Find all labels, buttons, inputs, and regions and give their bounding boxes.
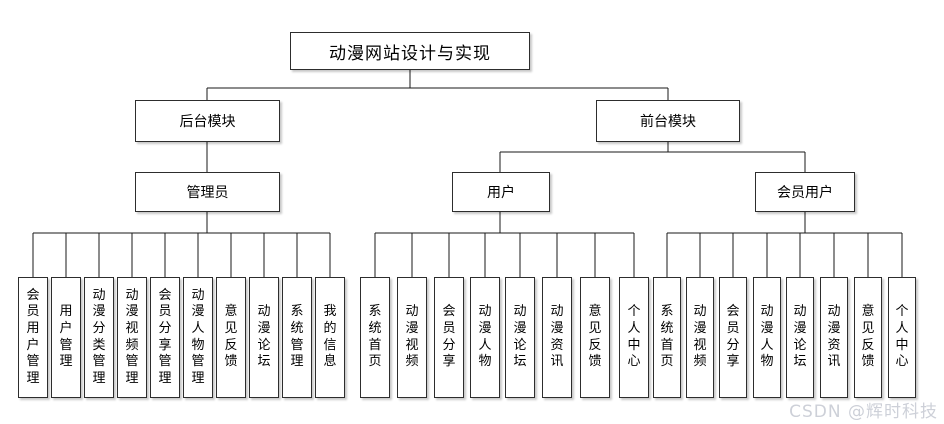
leaf-label: 动漫人物管理 — [191, 287, 205, 386]
leaf-label: 动漫视频 — [693, 304, 707, 370]
backend-module-label: 后台模块 — [179, 114, 236, 130]
leaf-label: 我的信息 — [323, 304, 337, 370]
leaf-label: 动漫视频 — [405, 304, 419, 370]
leaf-label: 动漫论坛 — [513, 304, 527, 370]
leaf-node: 动漫论坛 — [786, 277, 814, 398]
leaf-label: 动漫人物 — [478, 304, 492, 370]
leaf-node: 动漫人物管理 — [183, 277, 213, 398]
leaf-label: 动漫资讯 — [550, 304, 564, 370]
frontend-module-label: 前台模块 — [640, 114, 696, 130]
leaf-label: 动漫视频管理 — [125, 287, 139, 386]
leaf-node: 会员分享 — [719, 277, 747, 398]
leaf-label: 会员用户管理 — [26, 287, 40, 386]
leaf-node: 动漫分类管理 — [84, 277, 114, 398]
leaf-node: 会员分享 — [434, 277, 464, 398]
node-member-user: 会员用户 — [755, 172, 855, 212]
leaf-node: 会员用户管理 — [18, 277, 48, 398]
leaf-label: 动漫论坛 — [793, 304, 807, 370]
node-root-title: 动漫网站设计与实现 — [290, 32, 530, 70]
leaf-node: 动漫人物 — [753, 277, 781, 398]
node-backend-module: 后台模块 — [135, 100, 280, 142]
leaf-node: 动漫视频管理 — [117, 277, 147, 398]
leaf-label: 动漫资讯 — [827, 304, 841, 370]
member-user-label: 会员用户 — [777, 185, 833, 201]
leaf-node: 动漫论坛 — [249, 277, 279, 398]
leaf-label: 动漫分类管理 — [92, 287, 106, 386]
leaf-label: 系统首页 — [368, 304, 382, 370]
node-admin: 管理员 — [135, 172, 280, 212]
leaf-label: 意见反馈 — [861, 304, 875, 370]
leaf-node: 我的信息 — [315, 277, 345, 398]
user-label: 用户 — [487, 185, 515, 201]
root-title-label: 动漫网站设计与实现 — [329, 43, 491, 64]
leaf-node: 动漫论坛 — [505, 277, 535, 398]
leaf-label: 动漫人物 — [760, 304, 774, 370]
leaf-node: 系统首页 — [360, 277, 390, 398]
leaf-label: 意见反馈 — [224, 304, 238, 370]
leaf-label: 意见反馈 — [588, 304, 602, 370]
leaf-label: 会员分享 — [726, 304, 740, 370]
leaf-label: 会员分享 — [442, 304, 456, 370]
leaf-node: 动漫资讯 — [820, 277, 848, 398]
leaf-node: 意见反馈 — [580, 277, 610, 398]
node-frontend-module: 前台模块 — [596, 100, 740, 142]
leaf-node: 会员分享管理 — [150, 277, 180, 398]
leaf-label: 系统首页 — [660, 304, 674, 370]
watermark: CSDN @辉时科技 — [789, 402, 938, 422]
leaf-node: 动漫资讯 — [542, 277, 572, 398]
leaf-node: 个人中心 — [619, 277, 649, 398]
leaf-node: 个人中心 — [888, 277, 916, 398]
leaf-node: 动漫视频 — [686, 277, 714, 398]
leaf-label: 系统管理 — [290, 304, 304, 370]
leaf-node: 系统首页 — [653, 277, 681, 398]
leaf-node: 动漫视频 — [397, 277, 427, 398]
leaf-node: 动漫人物 — [470, 277, 500, 398]
leaf-label: 动漫论坛 — [257, 304, 271, 370]
leaf-node: 意见反馈 — [854, 277, 882, 398]
leaf-label: 个人中心 — [895, 304, 909, 370]
leaf-label: 个人中心 — [627, 304, 641, 370]
leaf-node: 意见反馈 — [216, 277, 246, 398]
admin-label: 管理员 — [186, 185, 229, 201]
node-user: 用户 — [452, 172, 550, 212]
leaf-label: 会员分享管理 — [158, 287, 172, 386]
leaf-node: 用户管理 — [51, 277, 81, 398]
leaf-node: 系统管理 — [282, 277, 312, 398]
leaf-label: 用户管理 — [59, 304, 73, 370]
